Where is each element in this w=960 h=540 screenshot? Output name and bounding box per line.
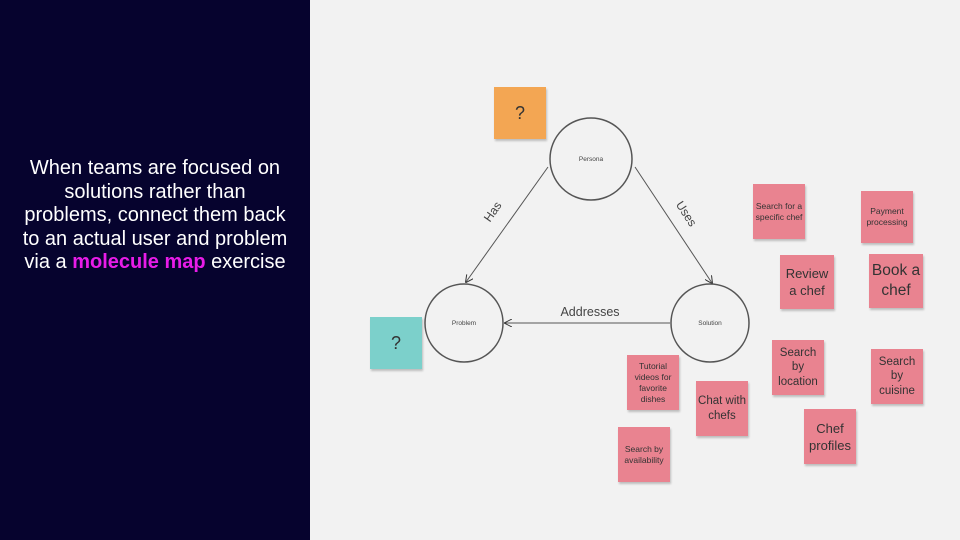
node-label-persona: Persona (579, 156, 604, 163)
sticky-search-availability[interactable]: Search by availability (618, 427, 670, 482)
highlight-molecule: molecule (72, 251, 159, 273)
sticky-search-specific-chef[interactable]: Search for a specific chef (753, 184, 805, 239)
sticky-payment-processing[interactable]: Payment processing (861, 191, 913, 243)
intro-part2: exercise (205, 251, 286, 273)
whiteboard-canvas: Has Uses Addresses Persona Problem Solut… (310, 0, 960, 540)
sticky-tutorial-videos[interactable]: Tutorial videos for favorite dishes (627, 355, 679, 410)
sticky-review-chef[interactable]: Review a chef (780, 255, 834, 309)
node-label-solution: Solution (698, 320, 722, 327)
sticky-search-cuisine[interactable]: Search by cuisine (871, 349, 923, 404)
sticky-book-chef[interactable]: Book a chef (869, 254, 923, 308)
highlight-map: map (164, 251, 206, 273)
intro-part1: When teams are focused on solutions rath… (22, 157, 288, 273)
edge-uses (634, 166, 712, 283)
edge-label-uses: Uses (673, 199, 700, 230)
molecule-diagram: Has Uses Addresses Persona Problem Solut… (424, 117, 750, 363)
sticky-search-location[interactable]: Search by location (772, 340, 824, 395)
node-label-problem: Problem (452, 320, 476, 327)
sticky-persona-question[interactable]: ? (494, 87, 546, 139)
node-persona (549, 117, 633, 201)
node-problem (424, 283, 504, 363)
edge-has (466, 166, 549, 282)
edge-label-has: Has (481, 199, 505, 225)
sticky-chef-profiles[interactable]: Chef profiles (804, 409, 856, 464)
left-panel: When teams are focused on solutions rath… (0, 0, 310, 540)
sticky-chat-chefs[interactable]: Chat with chefs (696, 381, 748, 436)
sticky-problem-question[interactable]: ? (370, 317, 422, 369)
node-solution (670, 283, 750, 363)
edge-label-addresses: Addresses (560, 305, 619, 319)
intro-text: When teams are focused on solutions rath… (18, 157, 292, 275)
